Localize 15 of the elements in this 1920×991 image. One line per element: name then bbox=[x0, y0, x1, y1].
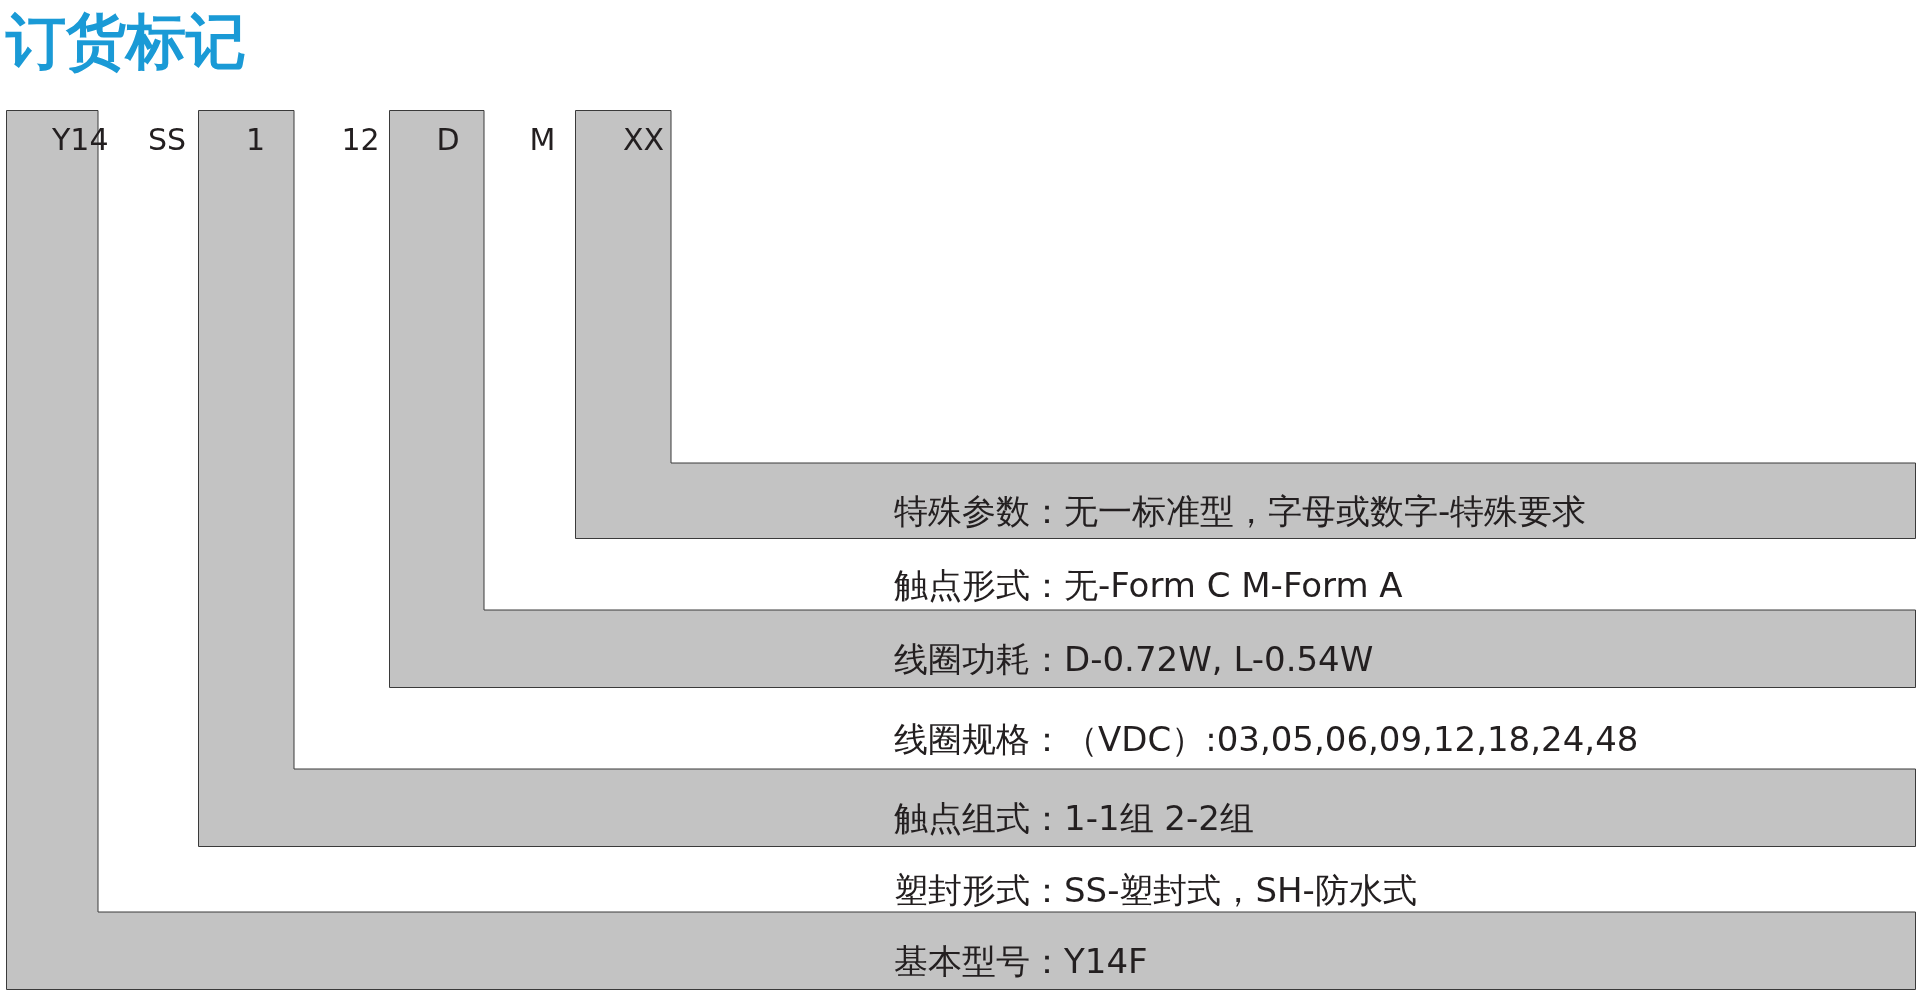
code-label: SS bbox=[148, 122, 187, 157]
description-text: 特殊参数：无一标准型，字母或数字-特殊要求 bbox=[894, 491, 1587, 531]
code-label: Y14 bbox=[52, 122, 109, 157]
code-label: 1 bbox=[246, 122, 266, 157]
description-text: 触点形式：无-Form C M-Form A bbox=[894, 564, 1403, 605]
title: 订货标记 bbox=[6, 5, 246, 78]
description-text: 线圈规格：（VDC）:03,05,06,09,12,18,24,48 bbox=[894, 718, 1639, 759]
code-label: D bbox=[436, 122, 460, 157]
code-label: 12 bbox=[341, 122, 380, 157]
description-text: 触点组式：1-1组 2-2组 bbox=[894, 798, 1254, 838]
code-label: M bbox=[529, 122, 556, 157]
description-text: 线圈功耗：D-0.72W, L-0.54W bbox=[894, 639, 1374, 679]
description-text: 基本型号：Y14F bbox=[894, 941, 1148, 981]
code-label: XX bbox=[623, 122, 665, 157]
description-text: 塑封形式：SS-塑封式，SH-防水式 bbox=[894, 869, 1417, 910]
